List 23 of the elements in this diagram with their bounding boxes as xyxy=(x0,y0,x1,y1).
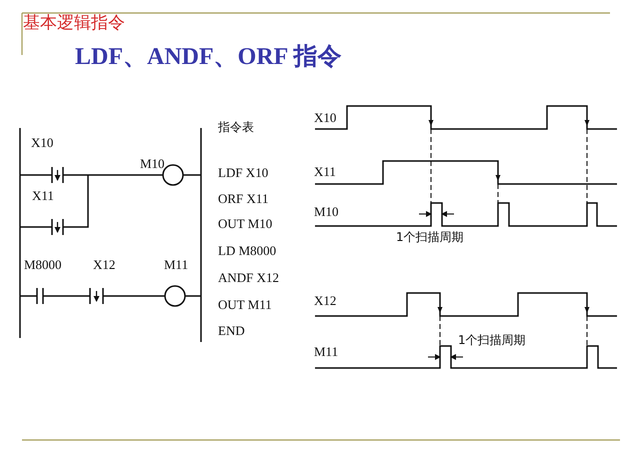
instruction: ORF X11 xyxy=(218,192,268,207)
coil-label: M10 xyxy=(140,157,165,172)
title: LDF、ANDF、ORF 指令 xyxy=(75,44,342,72)
signal-name: X10 xyxy=(314,111,336,126)
contact-label: M8000 xyxy=(24,258,62,273)
instruction: LDF X10 xyxy=(218,166,268,181)
signal-name: X11 xyxy=(314,165,336,180)
table-heading: 指令表 xyxy=(218,121,254,135)
timing-note: 1个扫描周期 xyxy=(396,231,464,245)
contact-label: X11 xyxy=(32,189,54,204)
heading: 基本逻辑指令 xyxy=(23,13,125,33)
signal-name: M11 xyxy=(314,345,338,360)
timing-note: 1个扫描周期 xyxy=(458,334,526,348)
instruction: END xyxy=(218,324,245,339)
contact-label: X12 xyxy=(93,258,116,273)
instruction: OUT M11 xyxy=(218,298,272,313)
signal-name: M10 xyxy=(314,205,339,220)
instruction: LD M8000 xyxy=(218,244,276,259)
instruction: ANDF X12 xyxy=(218,271,280,286)
contact-label: X10 xyxy=(31,136,54,151)
instruction: OUT M10 xyxy=(218,217,272,232)
coil-label: M11 xyxy=(164,258,188,273)
signal-name: X12 xyxy=(314,294,336,309)
